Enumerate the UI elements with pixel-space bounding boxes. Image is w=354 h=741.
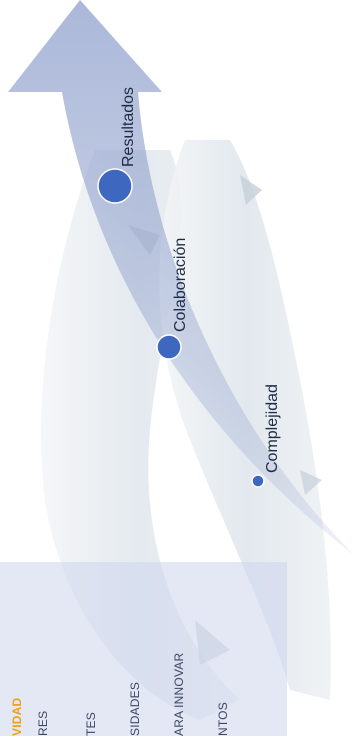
panel-item-sidades: SIDADES: [128, 682, 142, 736]
label-resultados: Resultados: [120, 87, 138, 167]
panel-item-ara-innovar: ARA INNOVAR: [172, 653, 186, 736]
panel-item-vidad: VIDAD: [10, 698, 24, 736]
label-colaboracion: Colaboración: [172, 238, 190, 332]
side-panel: VIDAD RES TES SIDADES ARA INNOVAR NTOS: [0, 562, 287, 736]
panel-item-ntos: NTOS: [216, 702, 230, 736]
point-colaboracion: [157, 335, 181, 359]
label-complejidad: Complejidad: [264, 384, 282, 473]
panel-item-res: RES: [36, 711, 50, 736]
point-resultados: [98, 169, 132, 203]
panel-item-tes: TES: [84, 712, 98, 736]
point-complejidad: [252, 475, 264, 487]
